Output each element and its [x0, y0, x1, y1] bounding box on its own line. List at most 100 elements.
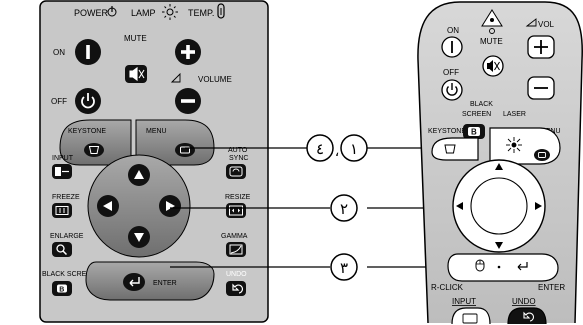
down-arrow-button[interactable]	[128, 226, 150, 248]
resize-icon	[229, 205, 243, 216]
undo-button[interactable]	[226, 281, 246, 296]
auto-sync-label-2: SYNC	[229, 155, 248, 162]
off-button[interactable]	[75, 88, 101, 114]
remote-volume-up-button[interactable]	[527, 35, 555, 59]
black-screen-icon	[57, 284, 67, 293]
gamma-button[interactable]	[226, 242, 246, 257]
on-label: ON	[53, 48, 65, 57]
up-arrow-icon	[134, 170, 144, 179]
lamp-icon	[162, 4, 178, 20]
on-button[interactable]	[75, 39, 101, 65]
remote-keystone-label: KEYSTONE	[428, 128, 466, 135]
up-arrow-icon	[495, 163, 503, 170]
power-icon	[446, 86, 458, 96]
left-arrow-icon	[456, 202, 463, 210]
remote-volume-down-button[interactable]	[527, 76, 555, 100]
up-arrow-button[interactable]	[128, 164, 150, 186]
remote-direction-pad[interactable]	[452, 159, 546, 253]
remote-off-button[interactable]	[441, 79, 463, 101]
volume-up-button[interactable]	[175, 39, 201, 65]
callouts: ٤ ، ١ ٢ ٣	[170, 134, 510, 281]
undo-label: UNDO	[226, 271, 247, 278]
down-arrow-icon	[495, 242, 503, 249]
remote-black-screen-button[interactable]: B	[463, 124, 485, 139]
power-icon	[107, 6, 117, 17]
freeze-label: FREEZE	[52, 194, 80, 201]
menu-label: MENU	[146, 128, 167, 135]
keystone-icon	[444, 144, 456, 154]
volume-label: VOLUME	[198, 75, 232, 84]
undo-arrow-icon	[523, 311, 534, 322]
remote-undo-label: UNDO	[512, 297, 536, 306]
volume-down-button[interactable]	[175, 88, 201, 114]
keystone-button[interactable]: KEYSTONE	[59, 119, 132, 166]
enter-arrow-icon	[129, 277, 140, 287]
right-arrow-icon	[166, 201, 175, 211]
volume-ramp-icon	[525, 18, 537, 27]
enter-arrow-icon	[517, 262, 528, 271]
remote-rclick-enter-button[interactable]	[447, 253, 559, 282]
power-indicator-label: POWER	[74, 8, 109, 18]
direction-pad[interactable]	[87, 154, 191, 258]
auto-sync-button[interactable]	[226, 164, 246, 179]
remote-keystone-button[interactable]	[431, 137, 479, 161]
step-3-number: ٣	[340, 260, 348, 277]
left-arrow-icon	[103, 201, 112, 211]
resize-button[interactable]	[226, 203, 246, 218]
projector-control-panel: POWER LAMP TEMP. ON MUTE	[39, 0, 269, 323]
remote-input-label: INPUT	[452, 297, 476, 306]
auto-sync-icon	[229, 166, 243, 177]
volume-ramp-icon	[170, 72, 181, 83]
remote-enter-label: ENTER	[538, 283, 565, 292]
speaker-mute-icon	[129, 66, 145, 82]
remote-input-button[interactable]	[451, 307, 491, 325]
menu-icon	[180, 146, 190, 154]
black-screen-button[interactable]: B	[52, 281, 72, 296]
step-4-badge: ٤	[306, 134, 334, 162]
remote-off-label: OFF	[443, 68, 459, 77]
step-1-number: ١	[350, 141, 358, 158]
remote-laser-menu-button[interactable]	[489, 127, 561, 165]
step-2-number: ٢	[340, 201, 348, 218]
svg-text:B: B	[471, 128, 477, 137]
on-bar-icon	[86, 45, 90, 59]
step-separator: ،	[335, 143, 340, 159]
remote-on-button[interactable]	[441, 36, 463, 58]
input-button[interactable]	[52, 164, 72, 179]
left-arrow-button[interactable]	[97, 195, 119, 217]
enlarge-label: ENLARGE	[50, 233, 84, 240]
laser-warning-icon	[481, 9, 503, 34]
freeze-button[interactable]	[52, 203, 72, 218]
enter-button[interactable]: ENTER	[85, 261, 215, 301]
mouse-icon	[475, 259, 485, 272]
mute-button[interactable]	[125, 65, 147, 83]
auto-sync-label-1: AUTO	[228, 147, 248, 154]
power-icon-off	[81, 93, 95, 109]
remote-mute-button[interactable]	[482, 55, 504, 77]
speaker-mute-icon	[487, 60, 493, 72]
remote-led-indicator	[489, 28, 495, 34]
svg-text:B: B	[59, 287, 64, 294]
lamp-indicator-label: LAMP	[131, 8, 156, 18]
remote-center-click[interactable]	[470, 177, 528, 235]
step-3-badge: ٣	[330, 253, 358, 281]
enlarge-button[interactable]	[52, 242, 72, 257]
keystone-label: KEYSTONE	[68, 128, 106, 135]
black-screen-label: BLACK SCREEN	[42, 271, 96, 278]
resize-label: RESIZE	[225, 194, 251, 201]
remote-black-screen-label-1: BLACK	[470, 101, 493, 108]
remote-mute-label: MUTE	[480, 37, 503, 46]
step-2-badge: ٢	[330, 194, 358, 222]
input-icon	[462, 313, 478, 324]
input-icon	[55, 167, 61, 176]
down-arrow-icon	[134, 233, 144, 242]
input-label: INPUT	[52, 155, 74, 162]
right-arrow-icon	[535, 202, 542, 210]
step-1-badge: ١	[340, 134, 368, 162]
temp-indicator-label: TEMP.	[188, 8, 214, 18]
enter-label: ENTER	[153, 280, 177, 287]
keystone-icon	[88, 146, 100, 154]
remote-undo-button[interactable]	[507, 307, 547, 325]
right-arrow-button[interactable]	[159, 195, 181, 217]
